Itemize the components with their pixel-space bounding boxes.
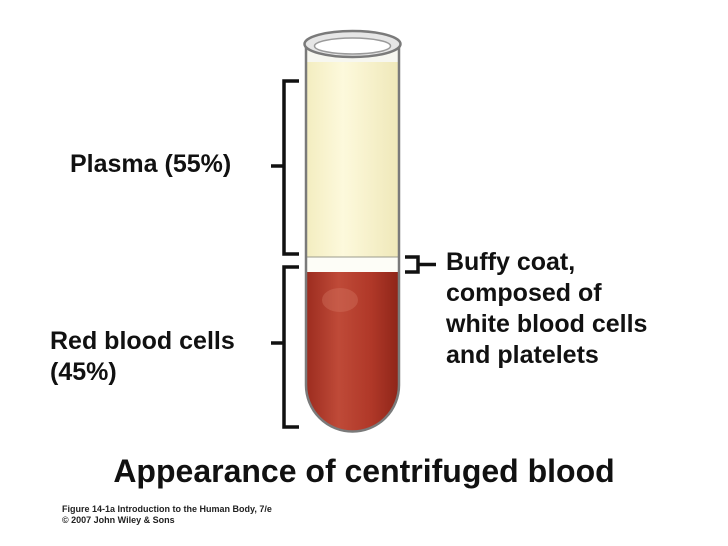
- rbc-highlight: [322, 288, 358, 312]
- red-blood-cells-layer: [306, 272, 399, 432]
- buffy-coat-bracket: [405, 255, 420, 274]
- tube-outline: [304, 44, 401, 433]
- buffy-coat-label-line4: and platelets: [446, 341, 599, 369]
- tube-rim-inner: [313, 37, 392, 55]
- buffy-coat-label-line3: white blood cells: [446, 310, 648, 338]
- plasma-layer: [306, 62, 399, 260]
- diagram-title: Appearance of centrifuged blood: [113, 453, 615, 489]
- buffy-coat-label: Buffy coat, composed of white blood cell…: [446, 247, 647, 371]
- red-blood-cells-label-line2: (45%): [50, 358, 117, 386]
- buffy-coat-label-line1: Buffy coat,: [446, 248, 576, 276]
- buffy-coat-label-line2: composed of: [446, 279, 602, 307]
- rbc-bracket: [282, 265, 299, 429]
- red-blood-cells-label-line1: Red blood cells: [50, 327, 235, 355]
- plasma-bracket: [282, 79, 299, 256]
- red-blood-cells-label: Red blood cells (45%): [50, 326, 235, 388]
- plasma-label: Plasma (55%): [70, 150, 232, 178]
- buffy-coat-layer: [306, 257, 399, 273]
- figure-caption: Figure 14-1a Introduction to the Human B…: [62, 504, 272, 526]
- figure-caption-line2: © 2007 John Wiley & Sons: [62, 515, 175, 525]
- figure-caption-line1: Figure 14-1a Introduction to the Human B…: [62, 504, 272, 514]
